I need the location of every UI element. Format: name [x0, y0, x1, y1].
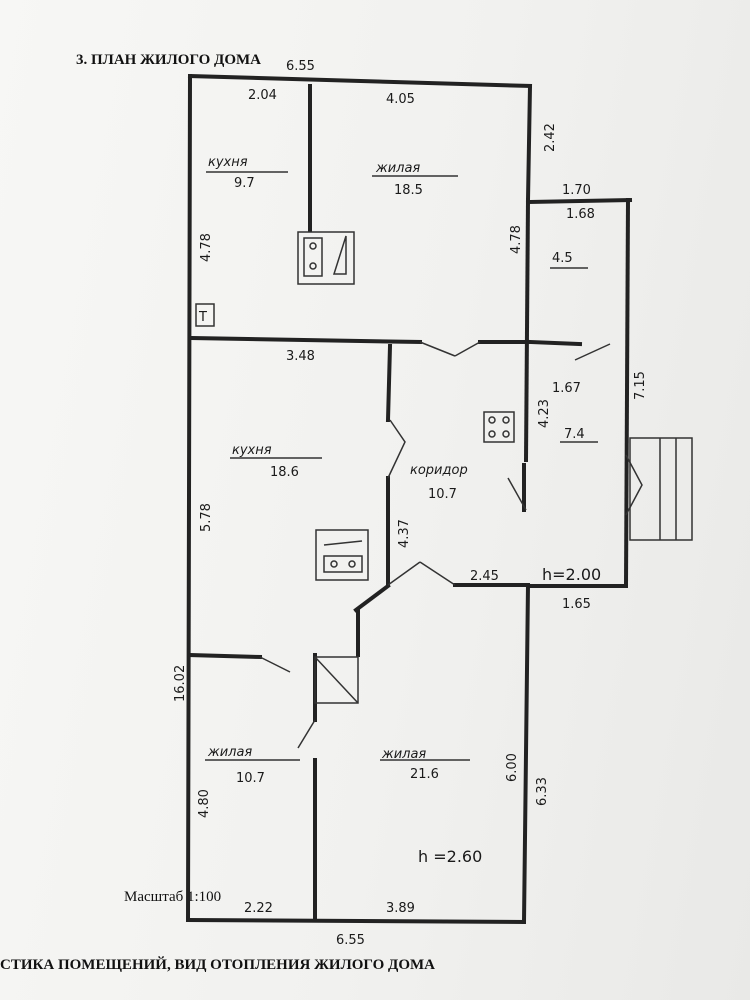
stove-1-inner — [303, 237, 323, 277]
annex-height-label: h=2.00 — [542, 565, 601, 584]
stair-diagonal — [314, 656, 359, 704]
dim-mid-wall-width: 3.48 — [286, 349, 315, 364]
door-swing-2 — [387, 419, 406, 479]
stove-1-circle-a — [309, 242, 317, 250]
dim-corridor-height: 4.37 — [397, 519, 412, 548]
stove-2-circle-a — [330, 560, 338, 568]
dim-living-small-height: 4.80 — [197, 789, 212, 818]
room-kitchen-1-name: кухня — [208, 155, 248, 170]
room-kitchen-2-area: 18.6 — [270, 465, 299, 480]
dim-top-left: 2.04 — [248, 88, 277, 103]
t-marker-symbol: Т — [198, 310, 207, 325]
burner-1 — [488, 416, 496, 424]
annex-right-wall — [623, 197, 631, 588]
room-living-1-name: жилая — [375, 161, 420, 176]
stove-2-inner — [323, 555, 363, 573]
steps-lines — [659, 438, 677, 540]
dim-top-total: 6.55 — [286, 59, 315, 74]
door-swing-4 — [507, 477, 527, 511]
scale-label: Масштаб 1:100 — [124, 889, 222, 905]
room-living-3-name: жилая — [381, 747, 426, 762]
room-kitchen-2-name: кухня — [232, 443, 272, 458]
room-living-2-area: 10.7 — [236, 771, 265, 786]
room-living-3-area: 21.6 — [410, 767, 439, 782]
stair-box — [314, 656, 359, 704]
stove-2-bar — [323, 540, 363, 546]
outer-wall-bottom — [185, 917, 527, 925]
t-marker-box — [195, 303, 215, 327]
outer-wall-left — [185, 73, 193, 923]
dim-bottom-total: 6.55 — [336, 933, 365, 948]
dim-left-kitchen-height: 4.78 — [199, 233, 214, 262]
door-swing-1 — [419, 341, 481, 357]
wall-horizontal-2 — [187, 652, 263, 660]
dim-right-living-height: 4.78 — [509, 225, 524, 254]
door-swing-5 — [574, 343, 611, 361]
room-kitchen-1-area: 9.7 — [234, 176, 255, 191]
dim-annex-top-outer: 1.70 — [562, 183, 591, 198]
wall-horizontal-1 — [189, 335, 423, 345]
annex-top-wall — [527, 197, 633, 205]
stove-1-mark — [332, 235, 347, 275]
stove-2 — [315, 529, 369, 581]
section-title: 3. ПЛАН ЖИЛОГО ДОМА — [76, 52, 262, 68]
burner-3 — [488, 430, 496, 438]
outer-wall-top — [187, 73, 533, 89]
dim-right-lower-height: 6.33 — [535, 777, 550, 806]
dim-living-big-height: 6.00 — [505, 753, 520, 782]
dim-left-total-height: 16.02 — [173, 665, 188, 702]
stove-1-circle-b — [309, 262, 317, 270]
outer-wall-right-upper — [525, 83, 533, 203]
door-swing-8 — [297, 719, 316, 749]
stove-3 — [483, 411, 515, 443]
door-swing-7 — [259, 656, 291, 673]
burner-2 — [502, 416, 510, 424]
wall-annex-corridor — [527, 339, 583, 347]
dim-annex-top-inner: 1.68 — [566, 207, 595, 222]
stove-2-circle-b — [348, 560, 356, 568]
wall-kitchen2-right — [385, 343, 393, 423]
room-annex-area: 7.4 — [564, 427, 585, 442]
dim-kitchen2-height: 5.78 — [199, 503, 214, 532]
burner-4 — [502, 430, 510, 438]
main-height-label: h =2.60 — [418, 847, 482, 866]
door-swing-6 — [625, 454, 643, 516]
room-corridor-area: 10.7 — [428, 487, 457, 502]
room-living-1-area: 18.5 — [394, 183, 423, 198]
dim-annex-bottom-width: 1.65 — [562, 597, 591, 612]
room-annex-small-area: 4.5 — [552, 251, 573, 266]
bottom-caption: СТИКА ПОМЕЩЕНИЙ, ВИД ОТОПЛЕНИЯ ЖИЛОГО ДО… — [0, 957, 435, 973]
dim-annex-room-side: 4.23 — [537, 399, 552, 428]
door-swing-3 — [387, 561, 456, 586]
dim-annex-outer-height: 7.15 — [633, 371, 648, 400]
dim-annex-room-depth: 1.67 — [552, 381, 581, 396]
room-corridor-name: коридор — [410, 463, 468, 478]
dim-bottom-left: 2.22 — [244, 901, 273, 916]
dim-bottom-right: 3.89 — [386, 901, 415, 916]
outer-wall-right-mid — [523, 197, 531, 463]
outer-wall-right-lower — [521, 582, 531, 925]
wall-stair-connector — [353, 583, 391, 613]
dim-right-upper: 2.42 — [543, 123, 558, 152]
room-living-2-name: жилая — [207, 745, 252, 760]
dim-top-right: 4.05 — [386, 92, 415, 107]
dim-corridor-bottom-width: 2.45 — [470, 569, 499, 584]
entrance-steps — [629, 437, 693, 541]
stove-1 — [297, 231, 355, 285]
